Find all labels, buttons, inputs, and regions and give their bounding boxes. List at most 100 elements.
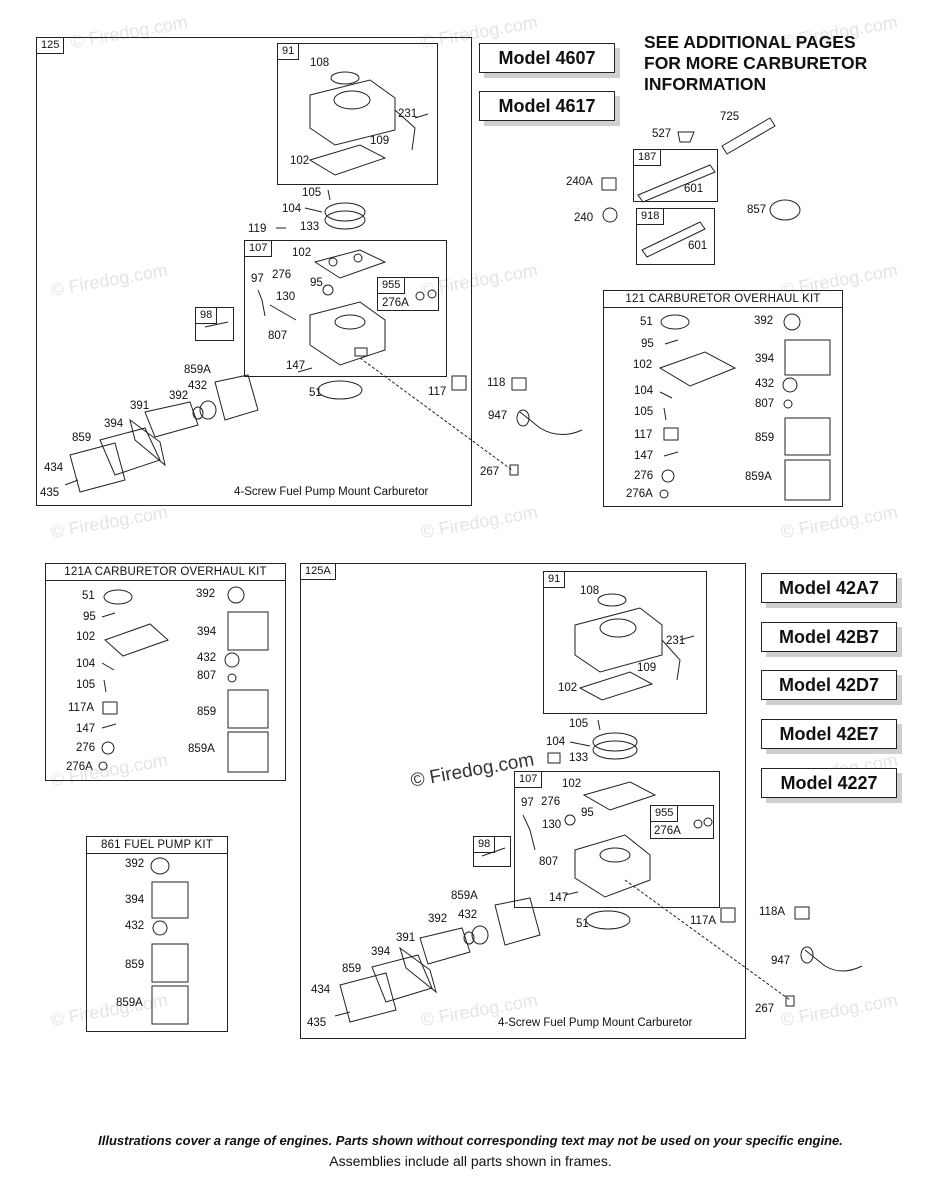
part-label: 102 [76, 631, 96, 643]
part-label: 117A [68, 702, 95, 714]
part-label: 119 [248, 223, 267, 235]
frame-caption: 4-Screw Fuel Pump Mount Carburetor [498, 1017, 693, 1029]
part-label: 102 [562, 778, 582, 790]
frame-125a: 125A 4-Screw Fuel Pump Mount Carburetor [300, 563, 746, 1039]
model-button-42b7[interactable]: Model 42B7 [761, 622, 897, 652]
part-label: 102 [290, 155, 310, 167]
part-label: 391 [396, 932, 416, 944]
part-label: 394 [197, 626, 217, 638]
subframe-918: 918 [636, 208, 715, 265]
part-label: 859 [342, 963, 362, 975]
part-label: 95 [581, 807, 594, 819]
part-label: 240A [566, 176, 593, 188]
part-label: 527 [652, 128, 672, 140]
subframe-107: 107 [244, 240, 447, 377]
subframe-98: 98 [195, 307, 234, 341]
frame-tag: 91 [277, 43, 300, 60]
part-label: 105 [569, 718, 589, 730]
part-label: 391 [130, 400, 150, 412]
part-label: 601 [688, 240, 708, 252]
part-label: 276 [634, 470, 654, 482]
part-label: 109 [370, 135, 390, 147]
part-label: 276 [76, 742, 96, 754]
part-label: 432 [458, 909, 478, 921]
model-button-4607[interactable]: Model 4607 [479, 43, 615, 73]
kit-title: 121A CARBURETOR OVERHAUL KIT [46, 564, 285, 581]
part-label: 105 [76, 679, 96, 691]
kit-title: 861 FUEL PUMP KIT [87, 837, 227, 854]
part-label: 859A [745, 471, 772, 483]
frame-tag: 107 [514, 771, 543, 788]
part-label: 859A [188, 743, 215, 755]
model-button-42a7[interactable]: Model 42A7 [761, 573, 897, 603]
notice-line: SEE ADDITIONAL PAGES [644, 32, 856, 52]
part-label: 434 [311, 984, 331, 996]
additional-pages-notice: SEE ADDITIONAL PAGES FOR MORE CARBURETOR… [644, 32, 867, 95]
part-label: 276A [382, 297, 409, 309]
part-label: 147 [549, 892, 569, 904]
part-label: 276 [272, 269, 292, 281]
part-label: 807 [539, 856, 559, 868]
model-button-42d7[interactable]: Model 42D7 [761, 670, 897, 700]
part-label: 859A [451, 890, 478, 902]
part-label: 108 [310, 57, 330, 69]
part-label: 130 [276, 291, 296, 303]
part-label: 432 [188, 380, 208, 392]
part-label: 117A [690, 915, 717, 927]
part-label: 117 [428, 386, 447, 398]
part-label: 231 [666, 635, 686, 647]
part-label: 394 [755, 353, 775, 365]
part-label: 394 [371, 946, 391, 958]
part-label: 392 [169, 390, 189, 402]
model-button-4617[interactable]: Model 4617 [479, 91, 615, 121]
part-label: 276A [66, 761, 93, 773]
part-label: 104 [546, 736, 566, 748]
notice-line: INFORMATION [644, 74, 767, 94]
part-label: 104 [282, 203, 302, 215]
frame-tag: 98 [473, 836, 496, 853]
part-label: 51 [82, 590, 95, 602]
part-label: 947 [488, 410, 508, 422]
model-button-4227[interactable]: Model 4227 [761, 768, 897, 798]
model-button-42e7[interactable]: Model 42E7 [761, 719, 897, 749]
part-label: 394 [125, 894, 145, 906]
subframe-91: 91 [277, 43, 438, 185]
part-label: 276A [654, 825, 681, 837]
part-label: 859 [125, 959, 145, 971]
part-label: 725 [720, 111, 740, 123]
part-label: 601 [684, 183, 704, 195]
part-label: 130 [542, 819, 562, 831]
part-label: 267 [480, 466, 500, 478]
part-label: 109 [637, 662, 657, 674]
frame-tag: 125A [300, 563, 336, 580]
part-label: 51 [576, 918, 589, 930]
part-label: 807 [755, 398, 775, 410]
subframe-955: 955 [650, 805, 714, 839]
part-label: 392 [196, 588, 216, 600]
footer-note: Assemblies include all parts shown in fr… [329, 1153, 612, 1169]
part-label: 147 [286, 360, 306, 372]
part-label: 392 [754, 315, 774, 327]
kit-121-frame: 121 CARBURETOR OVERHAUL KIT [603, 290, 843, 507]
part-label: 276 [541, 796, 561, 808]
part-label: 240 [574, 212, 594, 224]
frame-tag: 955 [650, 805, 679, 822]
part-label: 434 [44, 462, 64, 474]
part-label: 102 [558, 682, 578, 694]
frame-tag: 955 [377, 277, 406, 294]
kit-121a-frame: 121A CARBURETOR OVERHAUL KIT [45, 563, 286, 781]
part-label: 51 [309, 387, 322, 399]
kit-title: 121 CARBURETOR OVERHAUL KIT [604, 291, 842, 308]
part-label: 117 [634, 429, 653, 441]
frame-125: 125 4-Screw Fuel Pump Mount Carburetor [36, 37, 472, 506]
subframe-107: 107 [514, 771, 720, 908]
part-label: 859A [184, 364, 211, 376]
part-label: 133 [300, 221, 320, 233]
part-label: 97 [521, 797, 534, 809]
frame-tag: 187 [633, 149, 662, 166]
subframe-955: 955 [377, 277, 439, 311]
part-label: 392 [428, 913, 448, 925]
part-label: 95 [641, 338, 654, 350]
part-label: 104 [634, 385, 654, 397]
